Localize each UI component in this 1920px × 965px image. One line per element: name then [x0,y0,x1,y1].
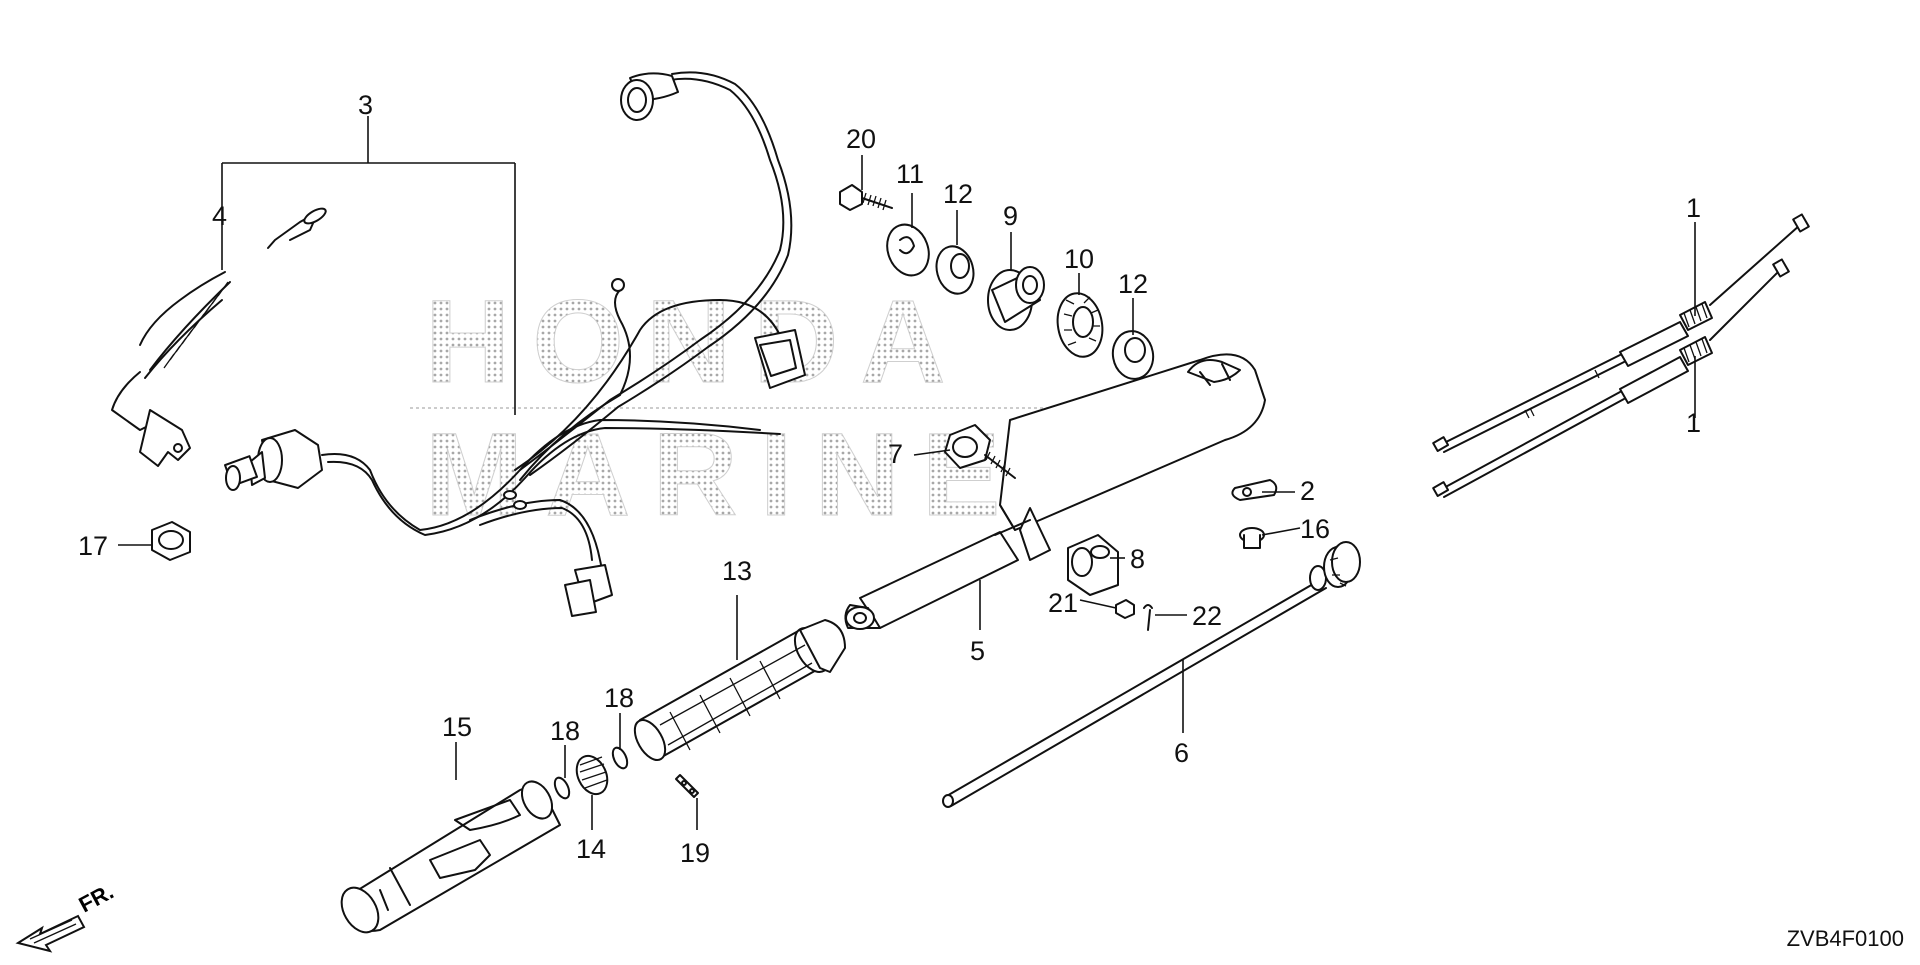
callout-21: 21 [1048,588,1078,618]
callout-14: 14 [576,834,606,864]
ring-18-right[interactable] [610,745,630,770]
callout-18-left: 18 [550,716,580,746]
callout-6: 6 [1174,738,1189,768]
washer-12-lower[interactable] [1109,328,1157,382]
spring-14[interactable] [571,751,613,799]
clamp-8[interactable] [1067,534,1119,596]
callouts: 3 4 17 20 11 12 9 10 12 1 1 2 16 7 8 21 … [78,90,1701,868]
callout-7: 7 [888,439,903,469]
ring-18-left[interactable] [552,775,572,800]
callout-17: 17 [78,531,108,561]
knob-bolt-7[interactable] [944,424,1016,479]
grip-15[interactable] [334,776,561,939]
callout-1-upper: 1 [1686,193,1701,223]
callout-15: 15 [442,712,472,742]
front-arrow-icon: FR. [15,879,118,953]
callout-12-lower: 12 [1118,269,1148,299]
coil-cord [144,281,231,379]
stop-switch [224,429,323,491]
callout-11: 11 [896,159,924,189]
callout-18-right: 18 [604,683,634,713]
callout-10: 10 [1064,244,1094,274]
callout-5: 5 [970,636,985,666]
diagram-code: ZVB4F0100 [1786,926,1904,951]
callout-13: 13 [722,556,752,586]
callout-9: 9 [1003,201,1018,231]
knob-9[interactable] [987,266,1045,331]
callout-4: 4 [212,201,227,231]
leader-lines [118,116,1696,830]
shaft-6[interactable] [942,541,1361,808]
callout-20: 20 [846,124,876,154]
pin-22[interactable] [1143,604,1153,631]
callout-19: 19 [680,838,710,868]
plate-11[interactable] [880,219,935,282]
throttle-tube-13[interactable] [629,619,846,765]
watermark: HONDA MARINE [410,276,1140,542]
tiller-handle-5[interactable] [844,353,1266,630]
washer-12-upper[interactable] [931,242,978,298]
callout-8: 8 [1130,544,1145,574]
watermark-line1: HONDA [425,276,968,408]
callout-1-lower: 1 [1686,408,1701,438]
front-label: FR. [75,879,118,918]
nut-17[interactable] [151,521,191,561]
callout-2: 2 [1300,476,1315,506]
callout-22: 22 [1192,601,1222,631]
callout-3: 3 [358,90,373,120]
watermark-line2: MARINE [425,409,1022,541]
ratchet-10[interactable] [1053,290,1107,361]
bracket-2[interactable] [1231,479,1278,501]
pin-19[interactable] [675,774,699,798]
nut-21[interactable] [1115,599,1135,619]
callout-12-upper: 12 [943,179,973,209]
stop-switch-harness[interactable] [111,71,806,617]
bolt-20[interactable] [839,184,893,211]
throttle-cables-1[interactable] [1432,213,1810,498]
screw-16[interactable] [1239,527,1265,549]
callout-16: 16 [1300,514,1330,544]
